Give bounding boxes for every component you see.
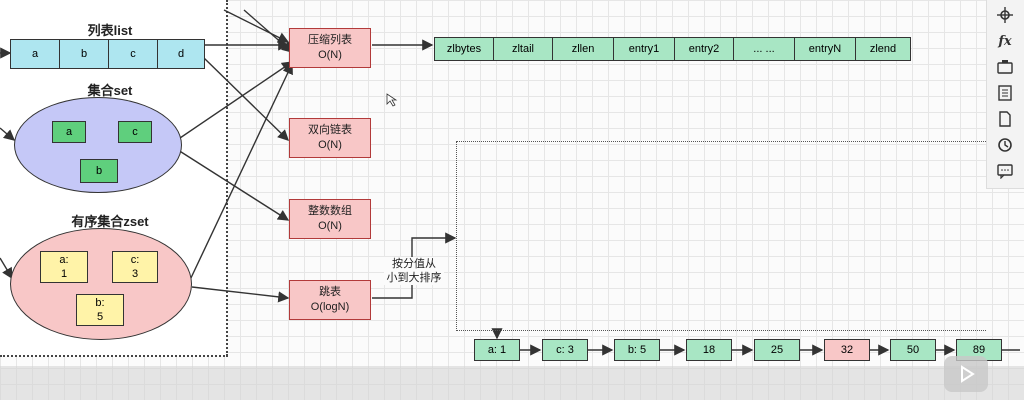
list-cell: c [108,39,158,69]
ziplist-entry: zltail [493,37,553,61]
zset-to-ziplist-arrow [189,62,293,281]
zset-member: c: 3 [112,251,158,283]
set-title: 集合set [87,83,133,98]
encoding-skiplist: 跳表 O(logN) [289,280,371,320]
camera-icon[interactable] [996,58,1014,76]
ziplist-entry: zlbytes [434,37,494,61]
play-icon [961,365,975,383]
notes-icon[interactable] [996,84,1014,102]
encoding-linkedlist: 双向链表 O(N) [289,118,371,158]
note-line: 按分值从 [392,258,436,270]
zset-member-score: 3 [131,268,139,280]
ziplist-entry: zllen [552,37,614,61]
encoding-complexity: O(N) [318,139,342,151]
formula-icon[interactable]: fx [998,33,1012,49]
top-in-arrow-1 [223,9,290,43]
list-cell: d [157,39,205,69]
top-in-arrow-2 [243,9,294,53]
note-line: 小到大排序 [386,272,442,284]
zset-member-score: 1 [60,268,68,280]
skiplist-node: 32 [824,339,870,361]
list-title: 列表list [87,23,133,38]
ziplist-entry: entry2 [674,37,734,61]
set-in-arrow [0,127,16,141]
encoding-complexity: O(N) [318,49,342,61]
page-icon[interactable] [996,110,1014,128]
ziplist-entry: zlend [855,37,911,61]
skiplist-node: 25 [754,339,800,361]
panel-border-vertical [226,0,228,356]
skiplist-node: 50 [890,339,936,361]
ziplist-entry: entry1 [613,37,675,61]
encoding-name: 跳表 [319,286,341,298]
ziplist-entry: entryN [794,37,856,61]
skiplist-node: a: 1 [474,339,520,361]
panel-border-horizontal [0,355,228,357]
zset-member-score: 5 [96,311,104,323]
zset-in-arrow [0,257,13,280]
play-button[interactable] [944,356,988,392]
encoding-intset: 整数数组 O(N) [289,199,371,239]
zset-member: b: 5 [76,294,124,326]
ziplist-entry: ... ... [733,37,795,61]
list-to-linkedlist-arrow [203,57,290,141]
history-icon[interactable] [996,136,1014,154]
encoding-complexity: O(N) [318,220,342,232]
set-to-ziplist-arrow [179,61,294,139]
comment-icon[interactable] [996,162,1014,180]
encoding-complexity: O(logN) [310,301,350,313]
zset-to-skiplist-arrow [191,286,290,303]
zset-member-key: a: [59,254,69,266]
skiplist-node: 18 [686,339,732,361]
set-member: b [80,159,118,183]
set-member: a [52,121,86,143]
zset-member-key: c: [130,254,140,266]
zset-member: a: 1 [40,251,88,283]
right-toolbar: fx [986,0,1024,189]
zset-title: 有序集合zset [71,214,149,229]
video-control-bar [0,366,1024,400]
list-cell: b [59,39,109,69]
skiplist-node: b: 5 [614,339,660,361]
encoding-name: 压缩列表 [308,34,352,46]
cursor-icon [386,93,398,107]
encoding-name: 整数数组 [308,205,352,217]
zset-member-key: b: [95,297,105,309]
crosshair-icon[interactable] [996,6,1014,24]
set-to-intset-arrow [177,149,290,221]
skiplist-node: c: 3 [542,339,588,361]
encoding-name: 双向链表 [308,124,352,136]
encoding-ziplist: 压缩列表 O(N) [289,28,371,68]
skiplist-detail-box [456,141,986,331]
list-cell: a [10,39,60,69]
skiplist-sort-note: 按分值从 小到大排序 [384,257,444,285]
set-member: c [118,121,152,143]
